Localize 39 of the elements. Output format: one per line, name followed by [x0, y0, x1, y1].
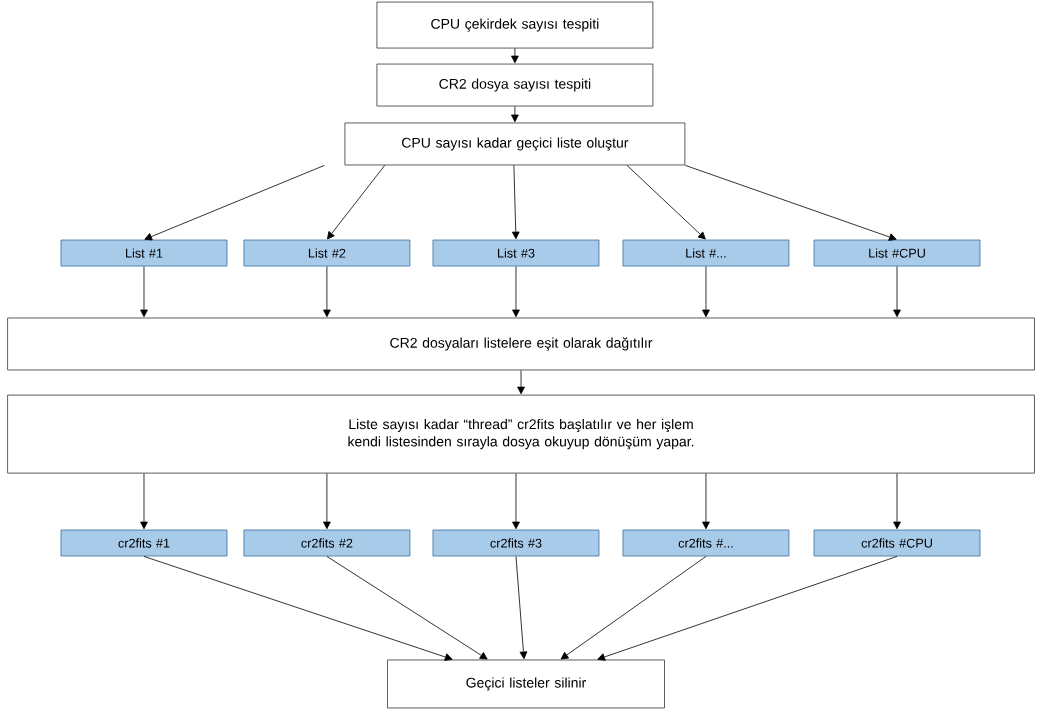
arrow: [560, 556, 707, 660]
arrow: [511, 106, 519, 123]
arrow: [626, 165, 706, 240]
arrow: [515, 556, 528, 660]
list-box: cr2fits #2: [243, 529, 411, 557]
process-box: Geçici listeler silinir: [387, 659, 665, 709]
process-box: CR2 dosyaları listelere eşit olarak dağıtılır: [7, 317, 1035, 371]
list-box: cr2fits #1: [60, 529, 228, 557]
arrow: [511, 48, 519, 64]
arrow: [512, 266, 520, 318]
list-box: List #1: [60, 239, 228, 267]
list-box: List #3: [432, 239, 600, 267]
process-box: Liste sayısı kadar “thread” cr2fits başlatılır ve her işlem kendi listesinden sırayla dosya okuyup dönüşüm yapar.: [7, 394, 1035, 474]
list-box: List #CPU: [813, 239, 981, 267]
list-box: cr2fits #...: [622, 529, 790, 557]
arrow: [323, 473, 331, 530]
process-box: CR2 dosya sayısı tespiti: [376, 63, 654, 107]
list-box: List #...: [622, 239, 790, 267]
arrow: [517, 369, 525, 395]
process-box: CPU çekirdek sayısı tespiti: [376, 1, 654, 49]
list-box: cr2fits #3: [432, 529, 600, 557]
arrow: [140, 266, 148, 318]
arrow: [702, 473, 710, 530]
arrow: [684, 165, 897, 241]
arrow: [512, 473, 520, 530]
arrow: [143, 556, 453, 661]
process-box: CPU sayısı kadar geçici liste oluştur: [344, 122, 686, 166]
arrow: [326, 556, 488, 660]
list-box: cr2fits #CPU: [813, 529, 981, 557]
arrow: [597, 556, 898, 661]
arrow: [323, 266, 331, 318]
list-box: List #2: [243, 239, 411, 267]
arrow: [893, 473, 901, 530]
arrow: [511, 165, 520, 240]
arrow: [140, 473, 148, 530]
arrow: [144, 165, 325, 241]
arrow: [702, 266, 710, 318]
arrow: [893, 266, 901, 318]
arrow: [327, 165, 386, 240]
